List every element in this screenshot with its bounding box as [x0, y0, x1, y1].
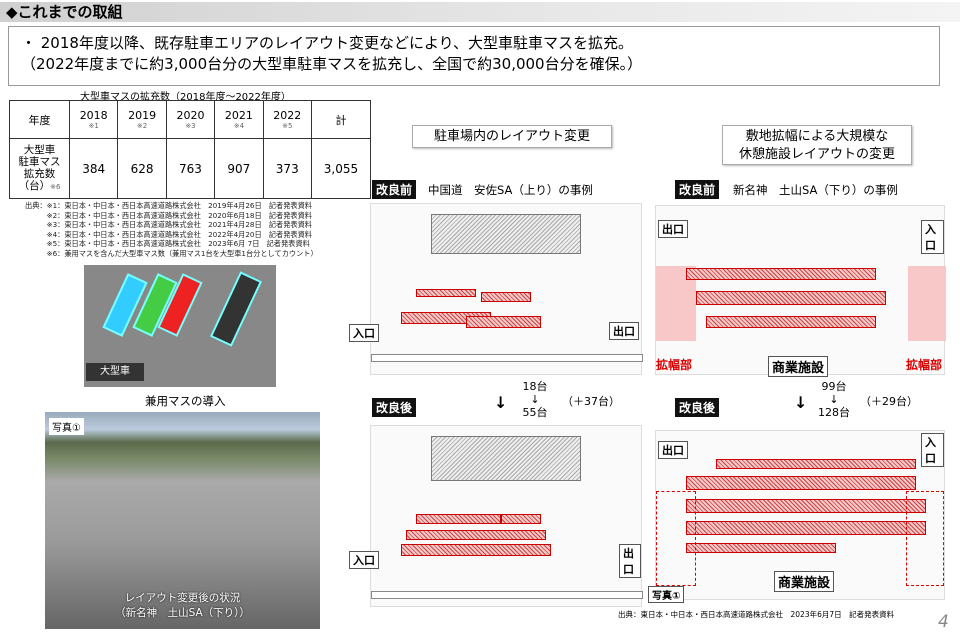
exit-label: 出口 [658, 441, 688, 459]
before-tag: 改良前 [675, 180, 720, 199]
table-sources: 出典：※1：東日本・中日本・西日本高速道路株式会社 2019年4月26日 記者発… [25, 201, 318, 258]
after-tag: 改良後 [675, 398, 720, 417]
left-count-change: 18台↓55台 [522, 380, 548, 419]
exit-label: 出口 [658, 220, 688, 238]
section-header: ◆これまでの取組 [0, 2, 960, 22]
photo-tag: 写真① [648, 586, 685, 603]
right-diff: （＋29台） [860, 395, 918, 408]
cell: 628 [117, 138, 167, 199]
illustration-caption: 兼用マスの導入 [145, 394, 226, 408]
cell: 384 [68, 138, 119, 199]
photo-tag: 写真① [49, 418, 84, 435]
exit-label: 出口 [609, 322, 639, 340]
cell: 3,055 [310, 138, 372, 199]
lead-line-1: ・ 2018年度以降、既存駐車エリアのレイアウト変更などにより、大型車駐車マスを… [21, 34, 634, 52]
commercial-label: 商業施設 [768, 356, 829, 377]
right-count-change: 99台↓128台 [818, 380, 850, 419]
table-title: 大型車マスの拡充数（2018年度～2022年度） [80, 92, 291, 103]
header-year: 年度 [9, 100, 70, 139]
widen-label: 拡幅部 [906, 358, 943, 372]
col-2020: 2020※3 [165, 100, 216, 139]
cell: 907 [214, 138, 264, 199]
entrance-label: 入口 [349, 551, 379, 569]
lead-box: ・ 2018年度以降、既存駐車エリアのレイアウト変更などにより、大型車駐車マスを… [8, 26, 940, 86]
page-number: 4 [938, 612, 949, 632]
down-arrow-icon: ↓ [794, 393, 808, 412]
expansion-table: 年度 2018※1 2019※2 2020※3 2021※4 2022※5 計 … [9, 100, 372, 199]
left-map-before: 入口 出口 [349, 203, 643, 375]
photo-caption: レイアウト変更後の状況（新名神 土山SA（下り）） [115, 592, 250, 619]
col-2019: 2019※2 [117, 100, 167, 139]
table-data-row: 大型車 駐車マス 拡充数 （台）※6 384 628 763 907 373 3… [9, 138, 372, 199]
lead-line-2: （2022年度までに約3,000台分の大型車駐車マスを拡充し、全国で約30,00… [21, 55, 643, 73]
right-map-before: 出口 入口 拡幅部 拡幅部 商業施設 [655, 205, 946, 377]
before-tag: 改良前 [372, 180, 417, 199]
down-arrow-icon: ↓ [494, 393, 508, 412]
cell: 373 [262, 138, 312, 199]
col-2018: 2018※1 [68, 100, 119, 139]
right-case-name: 新名神 土山SA（下り）の事例 [733, 182, 898, 197]
left-diff: （＋37台） [562, 395, 620, 408]
shared-parking-illustration: 大型車 [84, 265, 276, 387]
col-2021: 2021※4 [214, 100, 264, 139]
right-map-after: 出口 入口 商業施設 写真① [648, 430, 945, 603]
data-label: 大型車 駐車マス 拡充数 （台）※6 [9, 138, 70, 199]
exit-label: 出口 [619, 544, 641, 578]
left-case-name: 中国道 安佐SA（上り）の事例 [428, 182, 593, 197]
footer-source: 出典：東日本・中日本・西日本高速道路株式会社 2023年6月7日 記者発表資料 [618, 610, 895, 619]
widen-label: 拡幅部 [656, 358, 693, 372]
truck-label: 大型車 [86, 363, 144, 381]
entrance-label: 入口 [921, 433, 944, 467]
col-2022: 2022※5 [262, 100, 312, 139]
left-map-after: 入口 出口 [349, 425, 643, 607]
cell: 763 [165, 138, 216, 199]
layout-photo: 写真① レイアウト変更後の状況（新名神 土山SA（下り）） [45, 412, 320, 629]
commercial-label: 商業施設 [774, 571, 835, 592]
entrance-label: 入口 [921, 220, 944, 254]
col-total: 計 [310, 100, 372, 139]
table-header-row: 年度 2018※1 2019※2 2020※3 2021※4 2022※5 計 [9, 100, 372, 139]
entrance-label: 入口 [349, 324, 379, 342]
left-case-title: 駐車場内のレイアウト変更 [412, 125, 612, 148]
after-tag: 改良後 [372, 398, 417, 417]
right-case-title: 敷地拡幅による大規模な休憩施設レイアウトの変更 [722, 125, 912, 165]
